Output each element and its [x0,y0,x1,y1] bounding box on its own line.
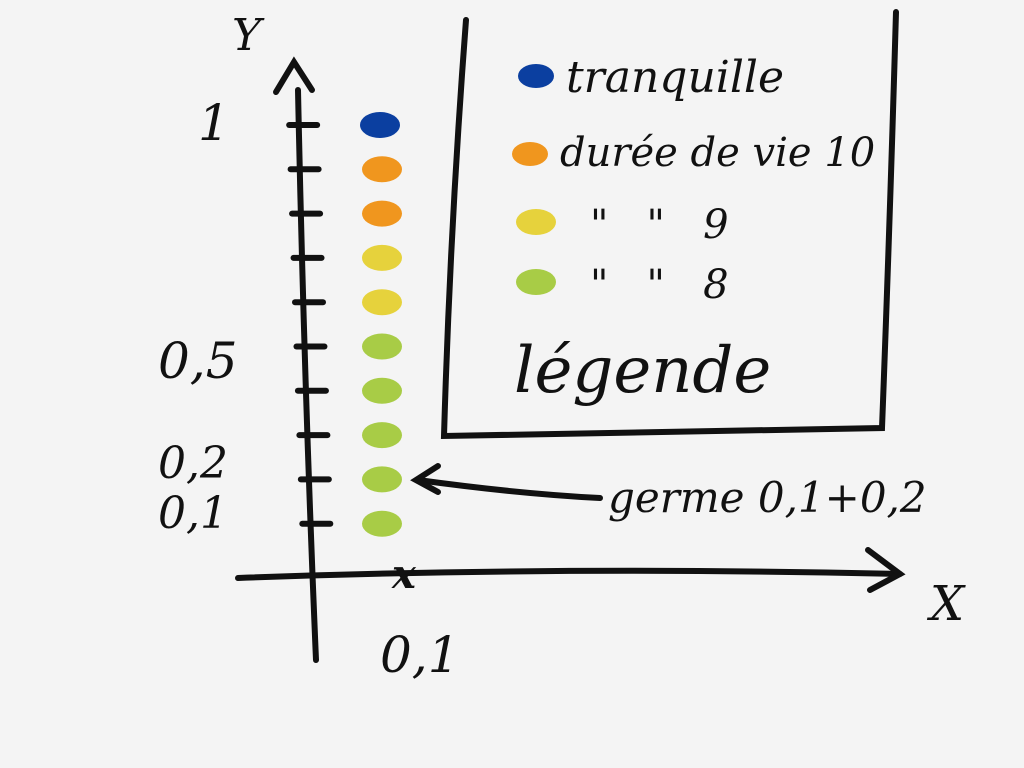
y-tick-label: 0,2 [158,438,228,489]
legend: tranquille durée de vie 10 " " 9 " " 8 l… [440,9,899,440]
y-tick-label: 0,5 [158,332,238,390]
y-tick-label: 0,1 [158,488,228,539]
legend-title: légende [514,334,771,408]
data-point [362,377,402,404]
y-axis-label: Y [232,10,265,61]
x-tick-label: 0,1 [380,626,460,684]
x-cross-mark: x [391,551,417,598]
data-point [362,333,402,360]
data-point [360,112,400,138]
y-axis [273,56,319,663]
legend-swatch-orange [512,142,548,166]
data-point [362,510,402,537]
legend-frame [440,9,899,440]
y-tick-labels: 1 0,5 0,2 0,1 [158,94,238,539]
legend-entry-label: durée de vie 10 [560,130,875,176]
legend-entries: tranquille durée de vie 10 " " 9 " " 8 [512,52,875,308]
data-point [362,289,402,316]
legend-entry-label: " " 8 [590,262,729,308]
annotation-label: germe 0,1+0,2 [608,473,927,522]
data-point [362,466,402,493]
data-points [360,112,402,537]
annotation-arrow [410,463,603,501]
x-axis-label: X [926,576,966,632]
x-axis [235,547,906,593]
data-point [362,422,402,449]
legend-swatch-blue [518,64,554,88]
y-tick-label: 1 [198,94,230,152]
data-point [362,200,402,227]
legend-entry-label: " " 9 [590,202,729,248]
legend-swatch-yellow [516,209,556,235]
legend-swatch-green [516,269,556,295]
data-point [362,156,402,183]
data-point [362,244,402,271]
legend-entry-label: tranquille [566,52,784,103]
y-tick-marks [286,122,334,527]
